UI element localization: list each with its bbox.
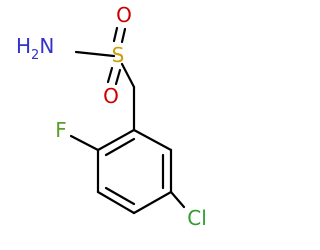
amine-h: H: [16, 34, 31, 58]
amine-n: N: [39, 34, 54, 58]
bond-n-s: [74, 50, 116, 58]
bond-s-o-bottom-b: [114, 68, 122, 86]
amine-label: H2N: [16, 34, 54, 63]
ring-inner-c3-c4: [104, 186, 136, 206]
bond-s-o-top-a: [112, 26, 119, 43]
chlorine-label: Cl: [187, 206, 207, 230]
ring-bond-c1-c2: [96, 128, 136, 152]
ring-inner-c1-c2: [104, 137, 136, 157]
bond-c2-f: [69, 134, 100, 152]
molecule-structure: H2N S O O F Cl: [16, 3, 207, 230]
ring-bond-c4-c5: [132, 190, 173, 215]
amine-subscript: 2: [31, 48, 39, 63]
bond-s-ch2: [120, 62, 136, 89]
sulfur-label: S: [112, 43, 125, 67]
bonds: [69, 26, 186, 215]
bond-c5-cl: [169, 190, 186, 209]
oxygen-top-label: O: [116, 3, 132, 27]
atom-labels: H2N S O O F Cl: [16, 3, 207, 230]
fluorine-label: F: [55, 118, 67, 142]
ring-bond-c3-c4: [96, 190, 136, 215]
ring-bond-c6-c1: [132, 128, 173, 152]
oxygen-bottom-label: O: [103, 84, 119, 108]
bond-s-o-bottom-a: [106, 66, 114, 84]
bond-s-o-top-b: [120, 27, 127, 44]
